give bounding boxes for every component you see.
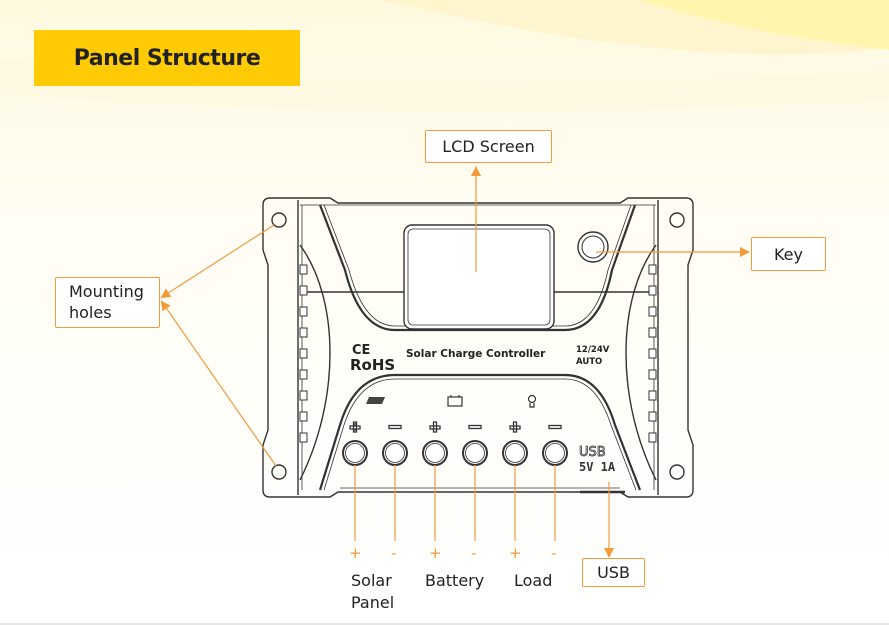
product-name: Solar Charge Controller — [406, 348, 546, 360]
load-label: Load — [514, 571, 553, 590]
key-button — [577, 231, 609, 263]
lcd-screen — [403, 224, 555, 330]
mounting-holes-callout-line2: holes — [69, 303, 112, 322]
usb-rating: 5V 1A — [579, 460, 616, 474]
terminal-solar-minus — [382, 440, 408, 466]
solar-panel-label-line2: Panel — [351, 593, 395, 612]
vent-slots — [299, 264, 657, 443]
device-body — [262, 197, 694, 498]
page-title-text: Panel Structure — [73, 45, 261, 71]
lcd-screen-callout-text: LCD Screen — [442, 137, 535, 156]
polarity-battery-plus: + — [429, 544, 442, 562]
terminal-load-minus — [542, 440, 568, 466]
terminals — [342, 440, 568, 466]
page-title: Panel Structure — [34, 30, 300, 86]
terminal-battery-minus — [462, 440, 488, 466]
terminal-battery-plus — [422, 440, 448, 466]
battery-label: Battery — [425, 571, 485, 590]
solar-panel-icon — [366, 397, 385, 404]
key-callout-text: Key — [773, 244, 803, 264]
polarity-load-plus: + — [509, 544, 522, 562]
solar-panel-label-line1: Solar — [351, 571, 392, 590]
terminal-symbols — [349, 421, 562, 433]
polarity-solar-minus: - — [391, 544, 397, 562]
mounting-leader-bottom — [160, 300, 277, 467]
ce-mark: CE — [352, 343, 370, 358]
rohs-mark: RoHS — [350, 356, 395, 374]
usb-callout: USB — [582, 558, 645, 587]
solar-panel-label: Solar Panel — [351, 570, 394, 614]
key-callout: Key — [751, 237, 826, 271]
terminal-solar-plus — [342, 440, 368, 466]
polarity-battery-minus: - — [471, 544, 477, 562]
polarity-load-minus: - — [551, 544, 557, 562]
voltage-auto: AUTO — [576, 357, 602, 367]
mounting-leader-top — [160, 224, 275, 299]
voltage-rating: 12/24V — [576, 345, 610, 355]
terminal-load-plus — [502, 440, 528, 466]
mounting-holes-callout: Mounting holes — [55, 277, 160, 328]
lcd-screen-callout: LCD Screen — [425, 130, 552, 163]
bulb-icon — [527, 394, 537, 408]
leader-lines — [160, 166, 750, 558]
usb-port-label: USB — [579, 445, 606, 460]
bottom-divider — [0, 623, 889, 625]
mounting-holes — [271, 212, 685, 480]
battery-icon — [447, 395, 463, 407]
mounting-holes-callout-line1: Mounting — [69, 282, 144, 301]
usb-callout-text: USB — [597, 563, 630, 582]
polarity-solar-plus: + — [349, 544, 362, 562]
